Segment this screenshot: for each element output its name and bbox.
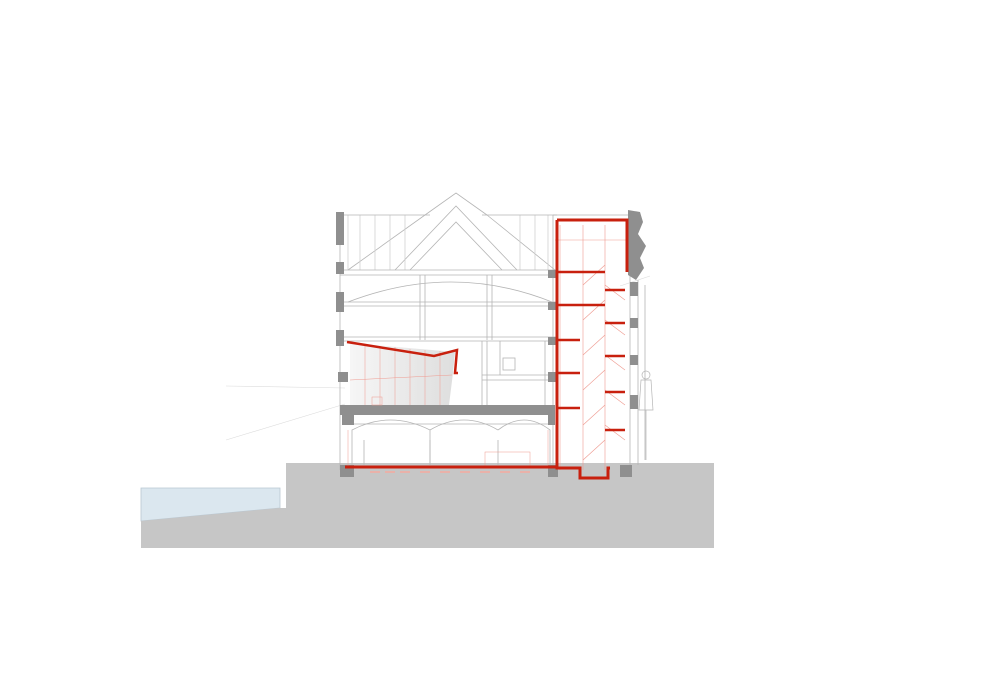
ground — [141, 463, 714, 548]
facade-ornament — [638, 370, 654, 460]
masonry-cuts — [336, 210, 646, 477]
new-ground-slab — [345, 430, 557, 473]
roof-gable — [424, 192, 488, 216]
existing-building — [339, 192, 646, 470]
auditorium-ceiling — [346, 340, 459, 375]
new-tower — [555, 218, 629, 480]
neighbor-facade — [628, 210, 646, 280]
site — [140, 463, 714, 548]
tower-landings — [557, 270, 625, 432]
tower-outline — [555, 218, 629, 480]
sight-lines — [225, 275, 651, 441]
new-auditorium — [346, 340, 459, 406]
